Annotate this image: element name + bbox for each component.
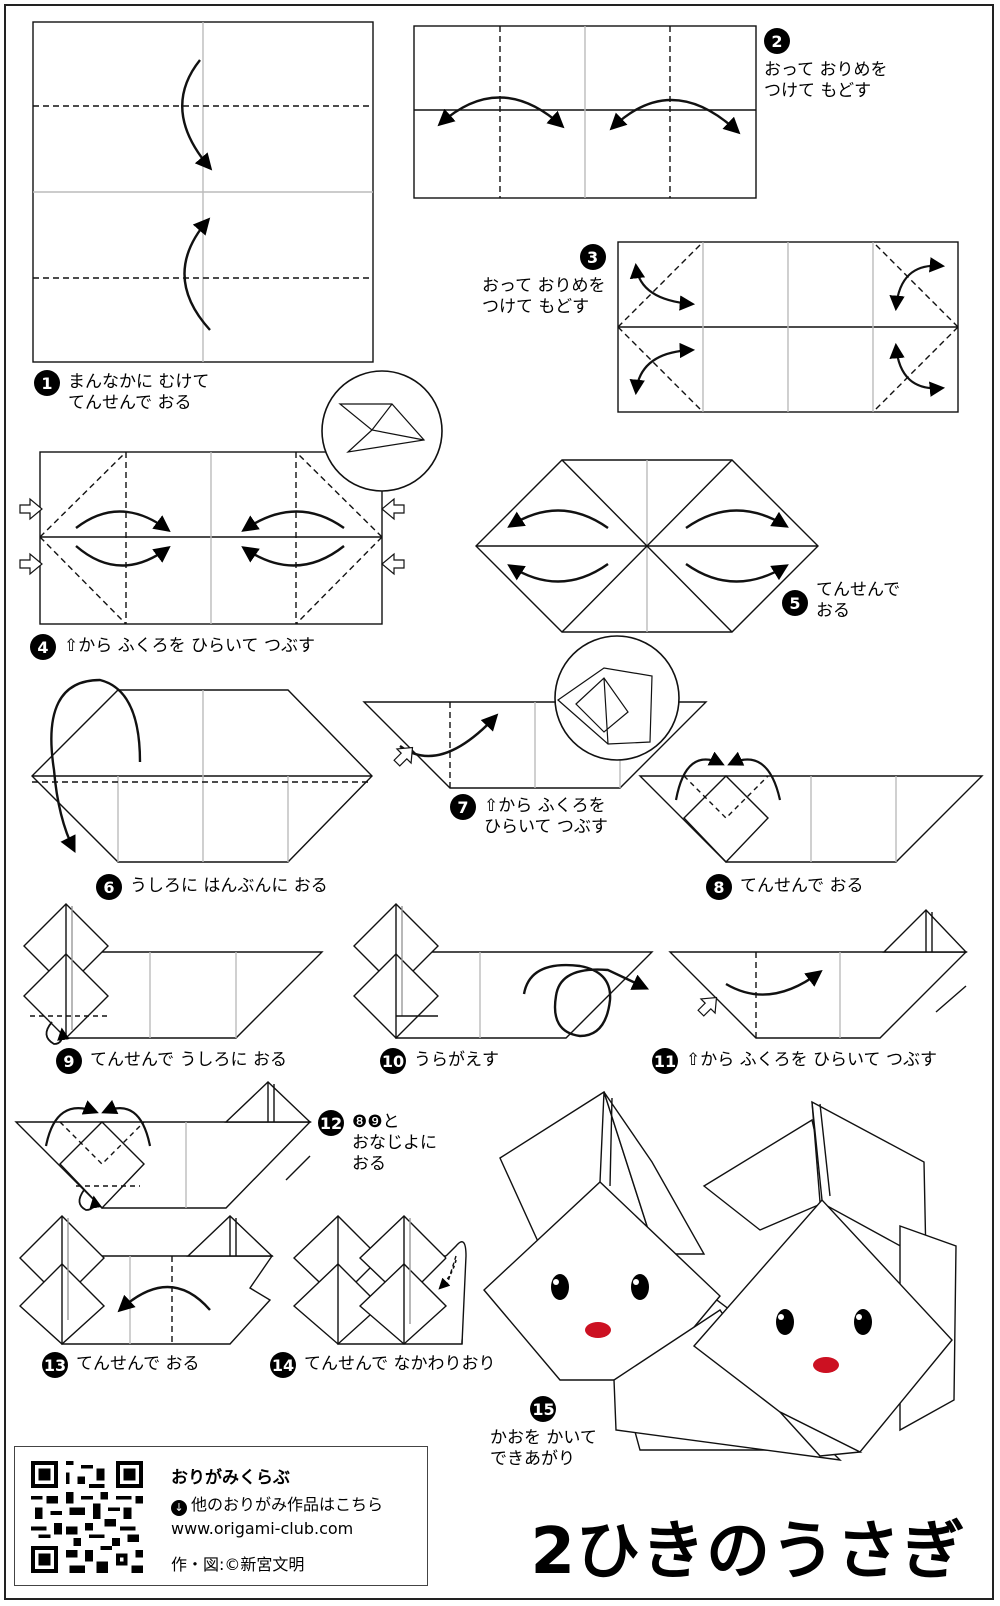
step11-paper bbox=[668, 908, 968, 1039]
step-text: てんせんで おる bbox=[76, 1354, 200, 1374]
down-arrow-icon: ↓ bbox=[171, 1500, 187, 1516]
step14-paper bbox=[292, 1215, 467, 1345]
step-number: 8 bbox=[706, 874, 732, 900]
step-number: 11 bbox=[652, 1048, 678, 1074]
footer-credits: おりがみくらぶ ↓他のおりがみ作品はこちら www.origami-club.c… bbox=[14, 1446, 428, 1586]
step-text: まんなかに むけて てんせんで おる bbox=[68, 372, 210, 413]
rabbit-right-face bbox=[776, 1309, 872, 1373]
more-works-link[interactable]: ↓他のおりがみ作品はこちら bbox=[171, 1491, 383, 1516]
step-text: かおを かいて できあがり bbox=[490, 1428, 597, 1469]
step-number: 9 bbox=[56, 1048, 82, 1074]
page-title: 2ひきのうさぎ bbox=[530, 1515, 966, 1589]
step-number: 14 bbox=[270, 1352, 296, 1378]
step-text: ⇧から ふくろを ひらいて つぶす bbox=[484, 796, 608, 837]
more-works-text: 他のおりがみ作品はこちら bbox=[191, 1495, 384, 1514]
club-name: おりがみくらぶ bbox=[171, 1468, 290, 1488]
step3-paper bbox=[617, 241, 959, 413]
step-number: 15 bbox=[530, 1396, 557, 1422]
step6-paper bbox=[31, 678, 373, 863]
step-number: 2 bbox=[764, 28, 790, 54]
step-text: てんせんで うしろに おる bbox=[90, 1050, 287, 1070]
step-number: 6 bbox=[96, 874, 122, 900]
step-14-caption: 14 てんせんで なかわりおり bbox=[270, 1352, 496, 1378]
step-9-caption: 9 てんせんで うしろに おる bbox=[56, 1048, 287, 1074]
step-2-caption: 2 おって おりめを つけて もどす bbox=[764, 28, 888, 102]
step-15-caption: 15 かおを かいて できあがり bbox=[490, 1396, 597, 1470]
step-number: 10 bbox=[380, 1048, 406, 1074]
step10-paper bbox=[353, 903, 654, 1039]
step13-paper bbox=[18, 1215, 274, 1345]
step-5-caption: 5 てんせんで おる bbox=[782, 580, 900, 622]
step-number: 12 bbox=[318, 1110, 344, 1136]
step-8-caption: 8 てんせんで おる bbox=[706, 874, 864, 900]
step-number: 4 bbox=[30, 634, 56, 660]
step-7-caption: 7 ⇧から ふくろを ひらいて つぶす bbox=[450, 794, 608, 838]
step-10-caption: 10 うらがえす bbox=[380, 1048, 499, 1074]
step-text: ❽❾と おなじよに おる bbox=[352, 1112, 437, 1174]
step4-paper bbox=[19, 370, 443, 625]
step-6-caption: 6 うしろに はんぶんに おる bbox=[96, 874, 328, 900]
step-1-caption: 1 まんなかに むけて てんせんで おる bbox=[34, 370, 210, 414]
step-text: てんせんで なかわりおり bbox=[304, 1354, 496, 1374]
step-11-caption: 11 ⇧から ふくろを ひらいて つぶす bbox=[652, 1048, 937, 1074]
step8-paper bbox=[638, 751, 984, 864]
step-text: うしろに はんぶんに おる bbox=[130, 876, 328, 896]
step12-paper bbox=[14, 1081, 312, 1211]
step-text: おって おりめを つけて もどす bbox=[764, 60, 888, 101]
step-text: ⇧から ふくろを ひらいて つぶす bbox=[64, 636, 315, 656]
step5-paper bbox=[475, 459, 819, 633]
step1-paper bbox=[32, 21, 374, 363]
step9-paper bbox=[23, 903, 324, 1045]
step-number: 13 bbox=[42, 1352, 68, 1378]
step-text: おって おりめを つけて もどす bbox=[482, 276, 606, 317]
step-number: 3 bbox=[579, 244, 606, 270]
qr-code-icon[interactable] bbox=[31, 1461, 143, 1573]
step-text: てんせんで おる bbox=[740, 876, 864, 896]
step7-paper bbox=[362, 635, 708, 789]
step-4-caption: 4 ⇧から ふくろを ひらいて つぶす bbox=[30, 634, 315, 660]
step-13-caption: 13 てんせんで おる bbox=[42, 1352, 200, 1378]
step2-paper bbox=[413, 25, 757, 199]
step-12-caption: 12 ❽❾と おなじよに おる bbox=[318, 1110, 437, 1175]
step-3-caption: 3 おって おりめを つけて もどす bbox=[482, 244, 606, 318]
page-frame bbox=[4, 4, 994, 1600]
step-number: 1 bbox=[34, 370, 60, 396]
site-url-link[interactable]: www.origami-club.com bbox=[171, 1519, 354, 1538]
rabbit-right bbox=[613, 1100, 957, 1461]
step-number: 7 bbox=[450, 794, 476, 820]
step-number: 5 bbox=[782, 590, 808, 616]
step-text: うらがえす bbox=[414, 1050, 499, 1070]
author-credit: 作・図:©新宮文明 bbox=[171, 1555, 305, 1574]
step-text: ⇧から ふくろを ひらいて つぶす bbox=[686, 1050, 937, 1070]
step-text: てんせんで おる bbox=[816, 580, 901, 621]
rabbit-left-face bbox=[551, 1274, 649, 1338]
